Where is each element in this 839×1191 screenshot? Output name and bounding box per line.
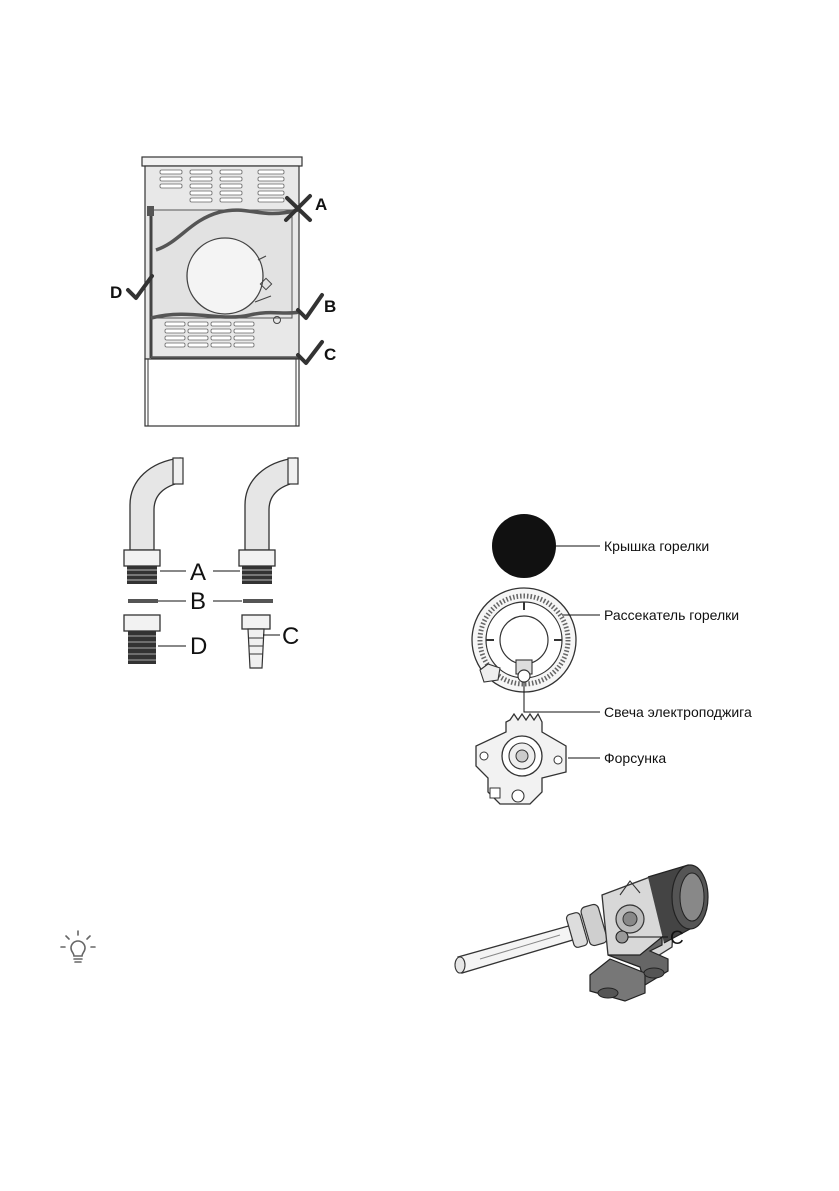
connector-label-a: A xyxy=(190,559,206,586)
connector-label-b: B xyxy=(190,588,206,615)
gas-valve-diagram: C xyxy=(454,864,709,1002)
check-mark-c xyxy=(296,340,324,365)
gas-connector-diagram: A B D C xyxy=(123,457,299,669)
connector-label-d: D xyxy=(190,633,207,660)
burner-cap-shape xyxy=(492,514,556,578)
right-washer xyxy=(243,599,273,603)
stove-top-plate xyxy=(141,156,303,167)
lightbulb-icon xyxy=(60,930,96,963)
valve-shaft xyxy=(454,924,577,974)
cross-mark-a xyxy=(284,194,312,222)
valve-mount xyxy=(589,935,669,1002)
hose-fitting-c xyxy=(241,614,271,669)
stove-base xyxy=(144,358,300,427)
oven-fan-cover xyxy=(186,237,264,315)
label-d: D xyxy=(110,283,122,302)
label-c: C xyxy=(324,345,336,364)
hose-route-a xyxy=(155,208,299,252)
ignition-plug-shape xyxy=(515,659,533,683)
valve-cylinder xyxy=(647,864,709,944)
right-elbow-pipe xyxy=(238,457,299,584)
stove-rear-diagram: A B C D xyxy=(110,156,336,427)
check-mark-d xyxy=(126,274,154,300)
burner-spreader-label: Рассекатель горелки xyxy=(604,607,739,623)
left-elbow-pipe xyxy=(123,457,184,584)
burner-cap-label: Крышка горелки xyxy=(604,538,709,554)
valve-screw xyxy=(615,930,629,944)
burner-diagram: Крышка горелки Рассекатель горелки Свеча… xyxy=(471,514,752,805)
injector-label: Форсунка xyxy=(604,750,666,766)
connector-label-c: C xyxy=(282,623,299,650)
ignition-plug-label: Свеча электроподжига xyxy=(604,704,752,720)
injector-shape xyxy=(475,712,567,805)
burner-spreader-shape xyxy=(471,587,577,693)
adapter-fitting-d xyxy=(123,614,161,664)
label-b: B xyxy=(324,297,336,316)
lower-vents xyxy=(164,321,255,348)
valve-collar xyxy=(565,903,608,948)
left-washer xyxy=(128,599,158,603)
hose-route-b xyxy=(150,310,300,320)
upper-vents xyxy=(159,169,285,203)
label-a: A xyxy=(315,195,327,214)
check-mark-b xyxy=(296,293,324,320)
valve-label-c: C xyxy=(670,928,684,949)
